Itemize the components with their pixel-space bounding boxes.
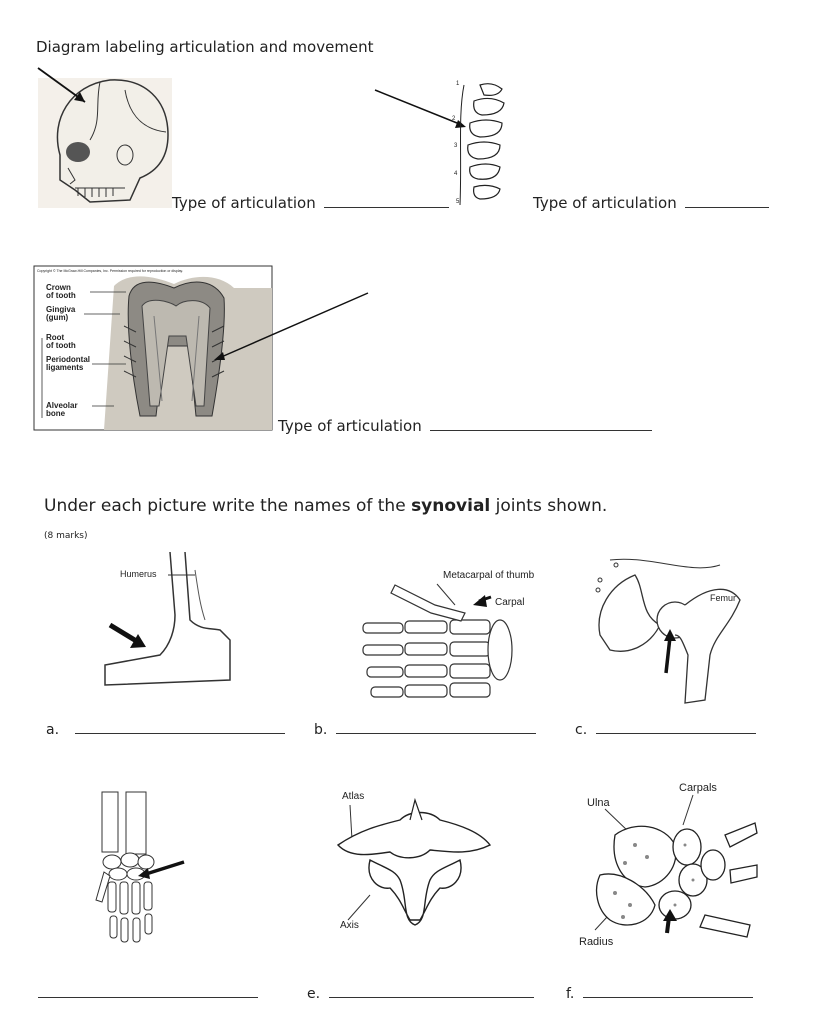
type-articulation-label: Type of articulation: [533, 194, 677, 212]
vertebra-number: 5: [456, 199, 460, 205]
type-articulation-2: Type of articulation: [533, 194, 770, 212]
label-atlas: Atlas: [342, 791, 364, 802]
type-articulation-3: Type of articulation: [278, 417, 653, 435]
label-periodontal-2: ligaments: [46, 363, 84, 372]
answer-b-label: b.: [314, 722, 328, 738]
vertebra-number: 1: [456, 81, 460, 87]
answer-e-label: e.: [307, 986, 321, 1002]
answer-blank[interactable]: [430, 418, 653, 431]
vertebra-number: 3: [454, 143, 458, 149]
answer-a: a.: [46, 721, 286, 738]
instruction-text: Under each picture write the names of th…: [44, 496, 412, 516]
skull-illustration: [37, 67, 172, 208]
answer-f: f.: [566, 985, 753, 1002]
label-femur: Femur: [710, 593, 736, 603]
label-crown: Crown: [46, 283, 71, 292]
label-gingiva-2: (gum): [46, 313, 69, 322]
label-radius: Radius: [579, 936, 614, 948]
label-root-2: of tooth: [46, 341, 76, 350]
answer-f-label: f.: [566, 986, 575, 1002]
label-carpals: Carpals: [679, 782, 717, 794]
wrist-illustration: [95, 791, 185, 943]
instruction: Under each picture write the names of th…: [44, 496, 607, 516]
carpals-illustration: Carpals Ulna Radius: [579, 782, 758, 948]
elbow-illustration: Humerus: [104, 551, 231, 686]
answer-d: [38, 985, 258, 1002]
vertebra-number: 2: [452, 116, 456, 122]
type-articulation-1: Type of articulation: [172, 194, 450, 212]
label-carpal: Carpal: [495, 597, 524, 608]
label-humerus: Humerus: [120, 569, 157, 579]
vertebra-number: 4: [454, 171, 458, 177]
answer-f-blank[interactable]: [582, 985, 753, 998]
label-metacarpal: Metacarpal of thumb: [443, 570, 535, 581]
answer-c-label: c.: [575, 722, 588, 738]
answer-b-blank[interactable]: [335, 721, 536, 734]
answer-a-label: a.: [46, 722, 60, 738]
tooth-diagram: Copyright © The McGraw-Hill Companies, I…: [33, 265, 369, 431]
answer-blank[interactable]: [685, 195, 770, 208]
hip-illustration: Femur: [595, 558, 741, 704]
label-ulna: Ulna: [587, 797, 611, 809]
instruction-bold: synovial: [411, 496, 491, 516]
answer-blank[interactable]: [324, 195, 450, 208]
instruction-text-end: joints shown.: [490, 496, 608, 516]
answer-e: e.: [307, 985, 534, 1002]
atlas-axis-illustration: Atlas Axis: [336, 791, 492, 931]
answer-e-blank[interactable]: [328, 985, 534, 998]
answer-c: c.: [575, 721, 756, 738]
type-articulation-label: Type of articulation: [278, 417, 422, 435]
type-articulation-label: Type of articulation: [172, 194, 316, 212]
copyright-note: Copyright © The McGraw-Hill Companies, I…: [37, 269, 183, 273]
label-periodontal: Periodontal: [46, 355, 90, 364]
label-root: Root: [46, 333, 65, 342]
hand-illustration: Metacarpal of thumb Carpal: [362, 570, 535, 698]
label-crown-2: of tooth: [46, 291, 76, 300]
label-axis: Axis: [340, 920, 359, 931]
label-alveolar-2: bone: [46, 409, 66, 418]
section-title: Diagram labeling articulation and moveme…: [36, 38, 374, 56]
answer-c-blank[interactable]: [595, 721, 756, 734]
spine-illustration: 1 2 3 4 5: [374, 81, 505, 206]
answer-b: b.: [314, 721, 536, 738]
label-gingiva: Gingiva: [46, 305, 76, 314]
answer-d-blank[interactable]: [38, 985, 258, 998]
answer-a-blank[interactable]: [75, 721, 286, 734]
marks: (8 marks): [44, 531, 88, 541]
label-alveolar: Alveolar: [46, 401, 78, 410]
